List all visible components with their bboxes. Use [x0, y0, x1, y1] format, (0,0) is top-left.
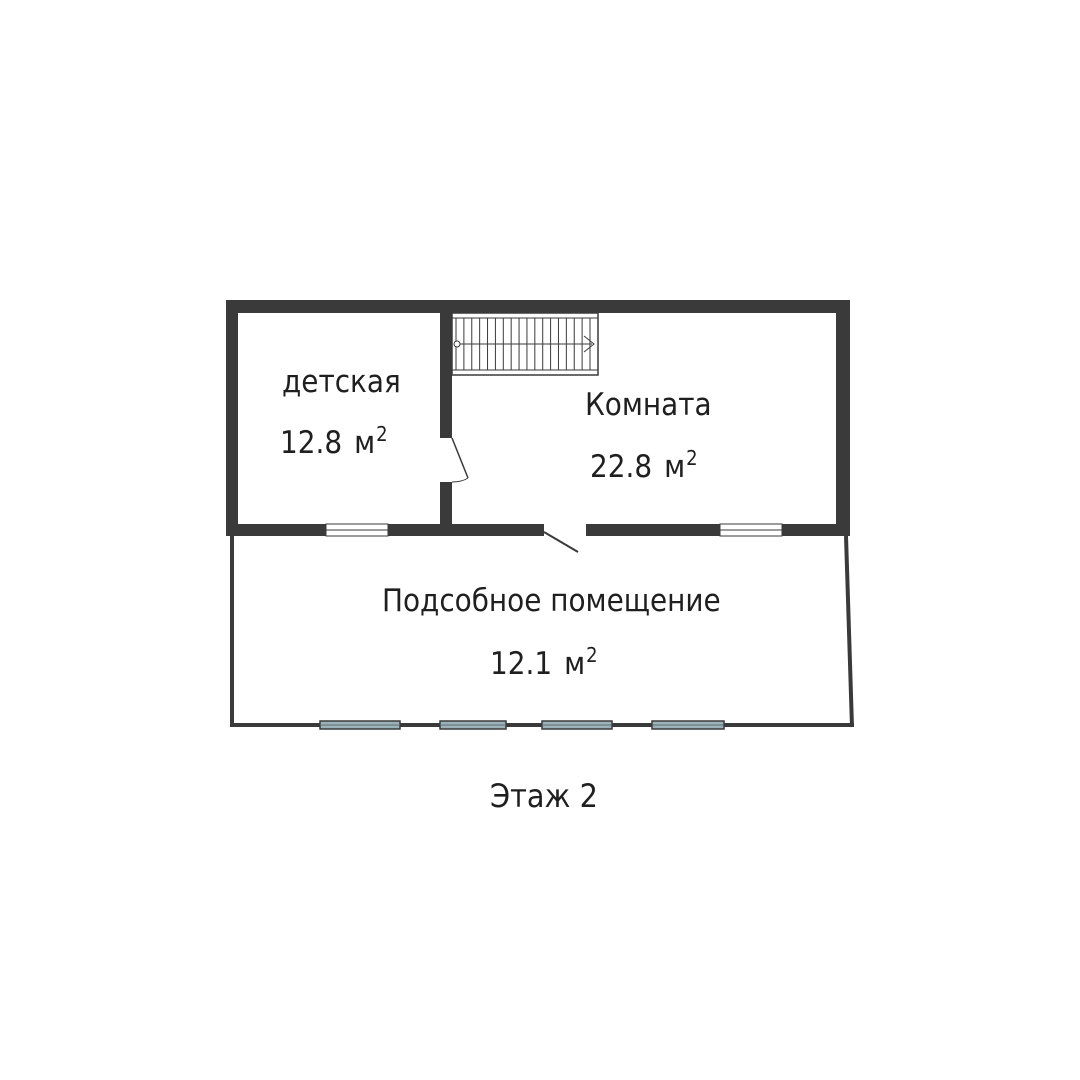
room-area-value: 12.1	[490, 646, 553, 682]
stair-direction-arrow	[460, 335, 595, 353]
room-area-unit: м	[564, 646, 586, 682]
room-area-unit-superscript: 2	[686, 446, 698, 470]
wall-top	[226, 300, 850, 313]
window-bottom-1	[319, 720, 401, 730]
window-bottom-4	[651, 720, 725, 730]
window-bottom-3	[541, 720, 613, 730]
room-komnata-label: Комната	[585, 390, 712, 421]
room-detskaya-area: 12.8 м2	[280, 424, 388, 459]
room-utility-label: Подсобное помещение	[382, 586, 721, 617]
partition-wall-upper	[440, 300, 452, 438]
window-middle-right	[719, 523, 783, 537]
middle-wall-center-left	[388, 524, 544, 536]
wall-right-upper	[836, 300, 850, 536]
door-main	[543, 531, 579, 553]
window-middle-left	[325, 523, 389, 537]
room-area-unit: м	[354, 425, 376, 461]
room-area-unit: м	[664, 449, 686, 485]
middle-wall-right	[782, 524, 850, 536]
room-area-value: 12.8	[280, 425, 343, 461]
room-utility-area: 12.1 м2	[490, 645, 598, 680]
room-komnata-area: 22.8 м2	[590, 448, 698, 483]
room-detskaya-label: детская	[282, 367, 401, 398]
room-name: Комната	[585, 387, 712, 423]
middle-wall-left	[226, 524, 326, 536]
wall-left-upper	[226, 300, 238, 536]
staircase	[451, 312, 599, 376]
wall-right-lower	[844, 535, 854, 728]
door-detskaya	[451, 437, 469, 483]
room-area-unit-superscript: 2	[376, 422, 388, 446]
window-bottom-2	[439, 720, 507, 730]
room-area-value: 22.8	[590, 449, 653, 485]
room-name: детская	[282, 364, 401, 400]
room-name: Подсобное помещение	[382, 583, 721, 619]
floor-label: Этаж 2	[490, 777, 598, 815]
room-area-unit-superscript: 2	[586, 643, 598, 667]
stair-start-marker	[453, 340, 461, 348]
middle-wall-center-right	[586, 524, 720, 536]
partition-wall-lower	[440, 482, 452, 536]
